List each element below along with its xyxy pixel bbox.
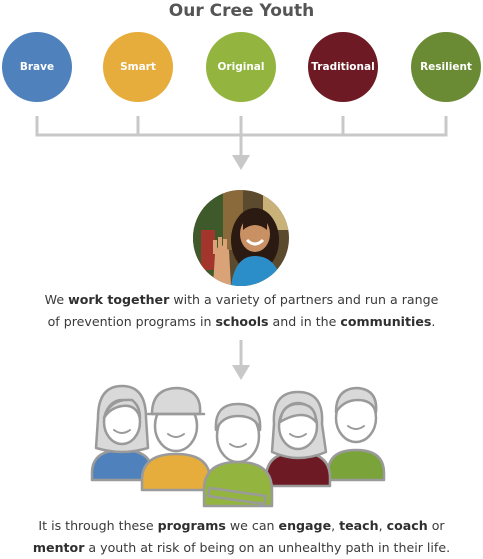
paragraph-programs: It is through these programs we can enga… (0, 515, 483, 559)
emphasis-communities: communities (340, 314, 432, 329)
trait-circle-brave: Brave (2, 32, 72, 102)
arrow-down-icon (232, 365, 250, 380)
emphasis-schools: schools (215, 314, 269, 329)
group-of-youth-icon (90, 384, 386, 508)
arrow-down-icon (232, 155, 250, 170)
emphasis-teach: teach (339, 518, 379, 533)
text-segment: It is through these (38, 518, 158, 533)
paragraph-programs-line-2: mentor a youth at risk of being on an un… (0, 537, 483, 559)
text-segment: , (378, 518, 387, 533)
paragraph-partners-line-1: We work together with a variety of partn… (0, 289, 483, 311)
emphasis-engage: engage (278, 518, 332, 533)
paragraph-programs-line-1: It is through these programs we can enga… (0, 515, 483, 537)
diagram-title: Our Cree Youth (168, 1, 315, 21)
text-segment: we can (225, 518, 279, 533)
text-segment: We (44, 292, 69, 307)
emphasis-programs: programs (157, 518, 226, 533)
emphasis-work-together: work together (68, 292, 170, 307)
paragraph-partners-line-2: of prevention programs in schools and in… (0, 311, 483, 333)
text-segment: of prevention programs in (47, 314, 216, 329)
youth-photo (193, 190, 289, 286)
smiling-girl-waving-icon (193, 190, 289, 286)
trait-circle-traditional: Traditional (308, 32, 378, 102)
trait-circle-smart: Smart (103, 32, 173, 102)
paragraph-partners: We work together with a variety of partn… (0, 289, 483, 333)
text-segment: with a variety of partners and run a ran… (169, 292, 439, 307)
emphasis-coach: coach (386, 518, 428, 533)
text-segment: . (431, 314, 436, 329)
emphasis-mentor: mentor (32, 540, 85, 555)
text-segment: a youth at risk of being on an unhealthy… (84, 540, 451, 555)
trait-circle-resilient: Resilient (411, 32, 481, 102)
text-segment: , (331, 518, 340, 533)
text-segment: or (427, 518, 445, 533)
trait-circle-original: Original (206, 32, 276, 102)
text-segment: and in the (268, 314, 341, 329)
